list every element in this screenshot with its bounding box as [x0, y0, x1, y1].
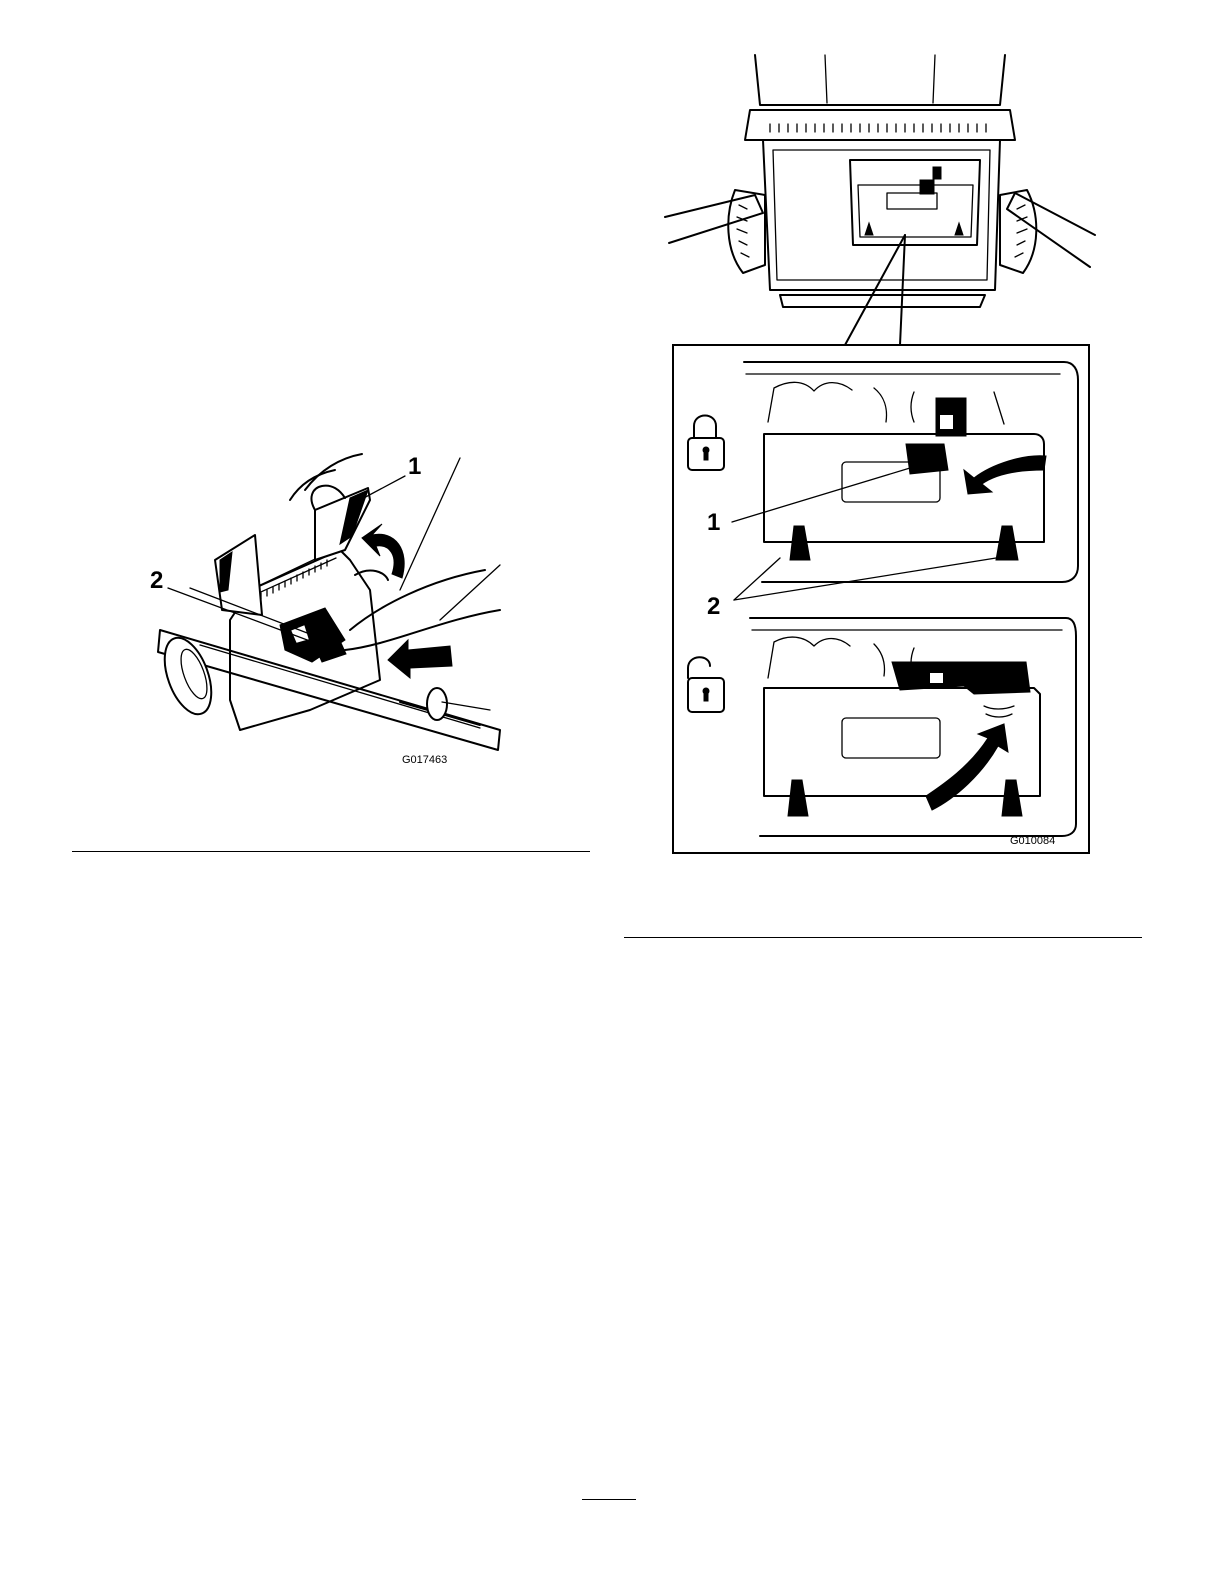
right-callout-1: 1	[707, 509, 720, 536]
latch-detail-illustration: 1 2 G010084	[674, 346, 1092, 856]
right-figure-detail: 1 2 G010084	[672, 344, 1090, 854]
rotate-arrow-icon	[964, 456, 1046, 494]
left-figure-id: G017463	[402, 754, 447, 766]
left-figure-illustration: 1 2 G017463	[140, 440, 520, 770]
page-footer-rule	[582, 1499, 636, 1500]
right-callout-2: 2	[707, 593, 720, 620]
right-caption-rule	[624, 937, 1142, 938]
left-figure: 1 2 G017463	[140, 440, 520, 770]
right-figure-id: G010084	[1010, 835, 1055, 847]
left-callout-1: 1	[408, 453, 421, 480]
left-callout-2: 2	[150, 567, 163, 594]
right-figure-overview	[655, 45, 1105, 345]
push-arrow-icon	[388, 640, 452, 678]
lock-closed-icon	[688, 416, 724, 471]
lock-open-icon	[688, 657, 724, 712]
left-caption-rule	[72, 851, 590, 852]
mower-rear-view	[655, 45, 1105, 345]
